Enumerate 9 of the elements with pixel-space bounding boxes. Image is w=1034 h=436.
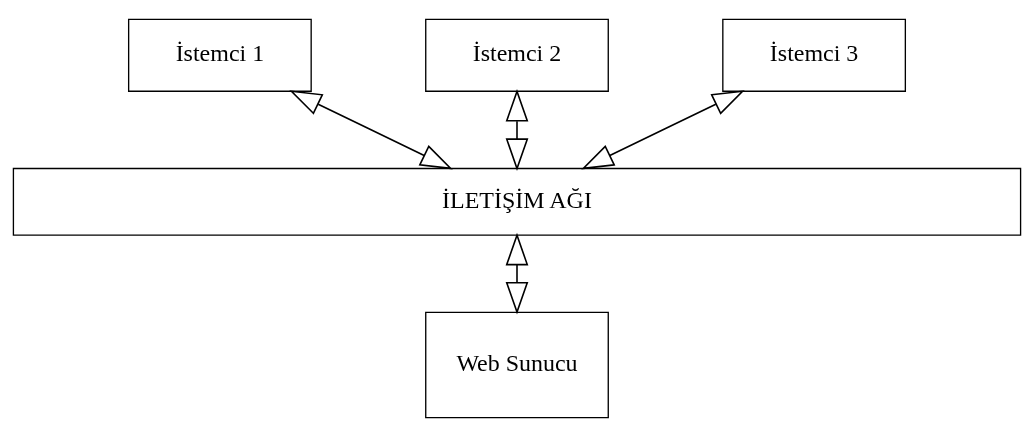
node-box: İstemci 1 xyxy=(128,18,312,92)
arrow xyxy=(505,232,529,314)
node-box: Web Sunucu xyxy=(425,311,609,418)
arrow xyxy=(505,88,529,171)
node-box: İLETİŞİM AĞI xyxy=(12,167,1022,236)
node-box: İstemci 2 xyxy=(425,18,609,92)
node-box: İstemci 3 xyxy=(722,18,906,92)
arrow xyxy=(289,89,453,169)
arrow xyxy=(581,89,745,169)
